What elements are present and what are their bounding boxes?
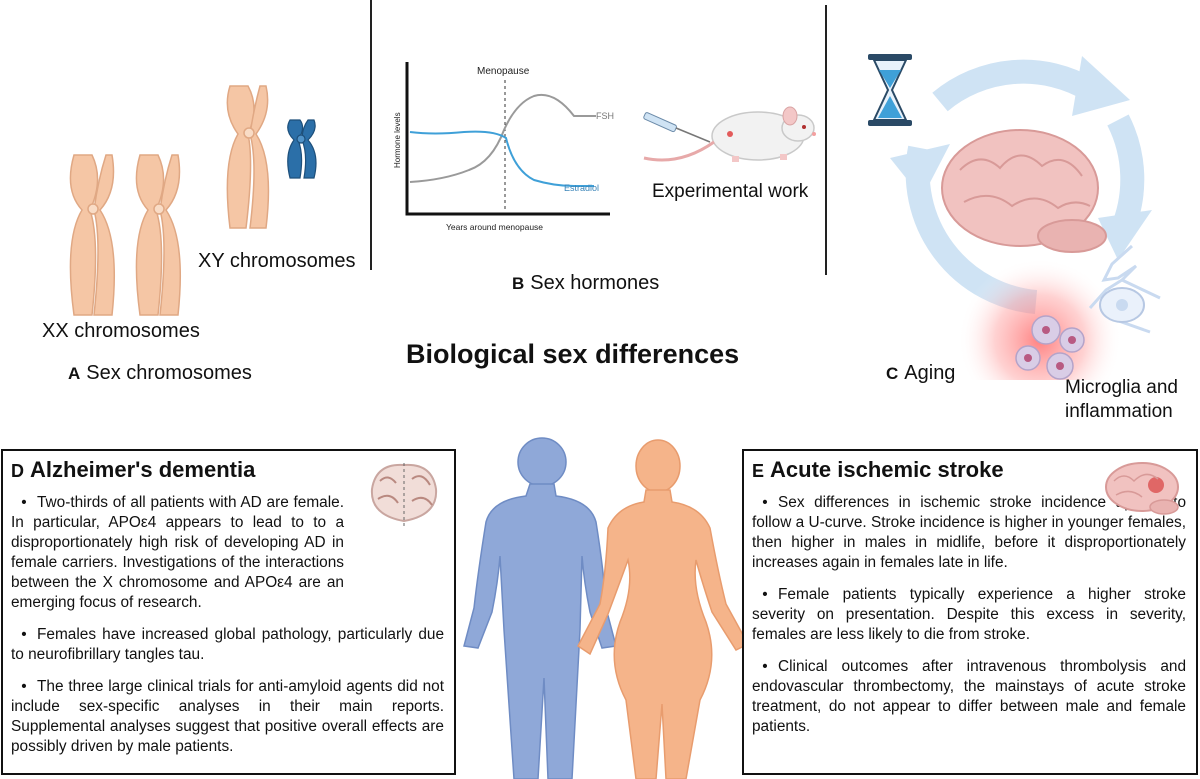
hormone-levels-label: Hormone levels: [393, 112, 402, 168]
estradiol-curve: [409, 130, 594, 187]
panel-a-caption: A Sex chromosomes: [68, 362, 252, 385]
panel-d-bullet-3-text: The three large clinical trials for anti…: [11, 678, 444, 755]
menopause-label: Menopause: [477, 66, 530, 77]
male-figure-icon: [463, 437, 617, 779]
panel-d-bullet-1: •Two-thirds of all patients with AD are …: [11, 494, 344, 611]
brain-section-icon: [370, 463, 438, 527]
fsh-label: FSH: [596, 111, 614, 121]
panel-d-bullet-1-text: Two-thirds of all patients with AD are f…: [11, 494, 344, 611]
panel-e-bullet-3-text: Clinical outcomes after intravenous thro…: [752, 658, 1186, 735]
panel-e-bullet-1-text: Sex differences in ischemic stroke incid…: [752, 494, 1186, 571]
panel-a-caption-text: Sex chromosomes: [86, 362, 252, 384]
graph-axes: [405, 62, 610, 216]
microglia-label: Microglia and inflammation: [1065, 376, 1178, 424]
panel-b-caption: B Sex hormones: [512, 272, 659, 295]
estradiol-label: Estradiol: [564, 183, 599, 193]
panel-e-bullet-1: •Sex differences in ischemic stroke inci…: [752, 494, 1186, 571]
mouse-icon: [643, 106, 816, 162]
panel-d-box: D Alzheimer's dementia •Two-thirds of all…: [1, 449, 456, 775]
xx-chromosomes-label: XX chromosomes: [42, 320, 200, 342]
panel-e-title-text: Acute ischemic stroke: [770, 457, 1004, 482]
divider-right: [825, 5, 827, 275]
syringe-icon: [643, 112, 711, 143]
years-around-menopause-label: Years around menopause: [446, 222, 543, 232]
aging-illustration: [868, 54, 1161, 380]
xy-chromosomes-icon: [226, 85, 317, 229]
page-title: Biological sex differences: [406, 339, 740, 369]
panel-e-letter: E: [752, 461, 765, 481]
fsh-curve: [409, 94, 596, 183]
xy-chromosomes-label: XY chromosomes: [198, 250, 356, 272]
female-figure-icon: [577, 439, 750, 779]
human-figures: [463, 437, 750, 779]
panel-d-title: D Alzheimer's dementia: [11, 457, 444, 483]
panel-d-bullet-3: •The three large clinical trials for ant…: [11, 678, 444, 755]
panel-e-bullet-2-text: Female patients typically experience a h…: [752, 586, 1186, 643]
divider-left: [370, 0, 372, 270]
microglia-label-line2: inflammation: [1065, 401, 1173, 422]
panel-b-caption-text: Sex hormones: [530, 272, 660, 294]
xx-chromosomes-icon: [69, 154, 182, 316]
panel-d-bullet-2: •Females have increased global pathology…: [11, 626, 444, 663]
panel-e-bullet-3: •Clinical outcomes after intravenous thr…: [752, 658, 1186, 735]
microglia-label-line1: Microglia and: [1065, 377, 1178, 398]
panel-c-caption-text: Aging: [904, 362, 956, 384]
panel-c-letter: C: [886, 364, 899, 383]
panel-b-letter: B: [512, 274, 525, 293]
experimental-work-label: Experimental work: [652, 181, 809, 202]
panel-d-bullet-2-text: Females have increased global pathology,…: [11, 626, 444, 663]
panel-c-caption: C Aging: [886, 362, 955, 385]
stroke-brain-icon: [1105, 462, 1179, 515]
panel-a-letter: A: [68, 364, 81, 383]
hourglass-icon: [868, 54, 912, 126]
hormone-graph: Menopause Hormone levels Years around me…: [393, 62, 614, 232]
panel-d-letter: D: [11, 461, 24, 481]
brain-icon: [941, 129, 1107, 253]
microglia-icon: [1088, 244, 1161, 334]
panel-e-bullet-2: •Female patients typically experience a …: [752, 586, 1186, 643]
panel-d-title-text: Alzheimer's dementia: [30, 457, 256, 482]
